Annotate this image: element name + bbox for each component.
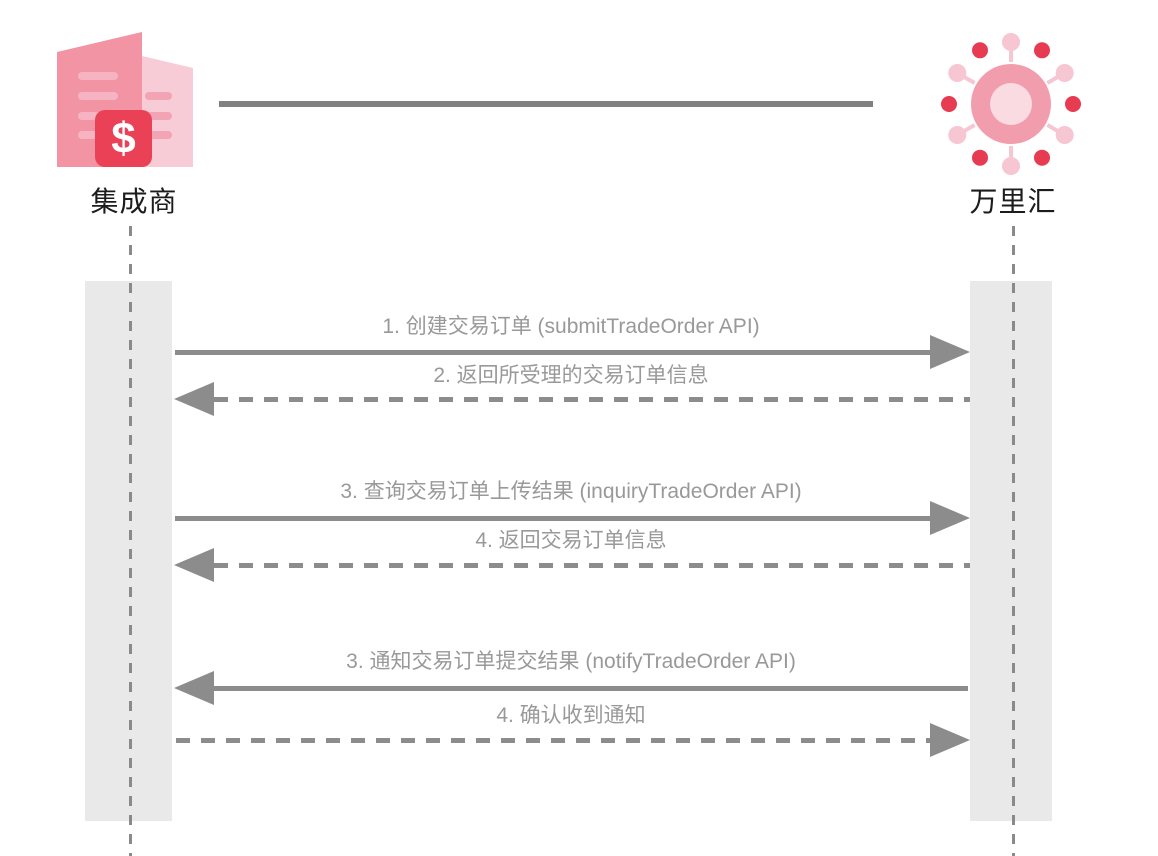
actor-connector-line [219,101,873,107]
message-label-3: 3. 查询交易订单上传结果 (inquiryTradeOrder API) [340,480,802,503]
activation-bar-worldfirst [970,281,1052,821]
message-line-3 [175,516,932,521]
lifeline-worldfirst [1012,226,1015,856]
message-label-5: 3. 通知交易订单提交结果 (notifyTradeOrder API) [346,650,796,673]
message-line-2 [214,397,970,402]
hub-light-dots [948,33,1074,175]
arrowhead-left-icon [174,671,214,705]
message-label-4: 4. 返回交易订单信息 [475,529,667,552]
worldfirst-hub-icon [941,33,1081,175]
message-line-4 [214,563,970,568]
arrowhead-right-icon [930,501,970,535]
message-label-2: 2. 返回所受理的交易订单信息 [433,364,709,387]
actor-label-worldfirst: 万里汇 [969,186,1057,217]
actor-label-integrator: 集成商 [90,186,178,217]
hub-center [990,83,1032,125]
message-line-5 [214,686,968,691]
arrowhead-right-icon [930,723,970,757]
activation-bar-integrator [85,281,172,821]
lifeline-integrator [129,226,132,856]
integrator-building-icon: $ [57,32,193,167]
arrowhead-right-icon [930,335,970,369]
arrowhead-left-icon [174,548,214,582]
back-building-shape [142,56,193,167]
dollar-sign-icon: $ [111,114,135,163]
message-line-1 [175,350,932,355]
dollar-badge [95,110,152,167]
message-label-6: 4. 确认收到通知 [496,704,646,727]
message-label-1: 1. 创建交易订单 (submitTradeOrder API) [382,315,760,338]
arrowhead-left-icon [174,382,214,416]
hub-dark-dots [941,42,1081,166]
message-line-6 [176,738,930,743]
